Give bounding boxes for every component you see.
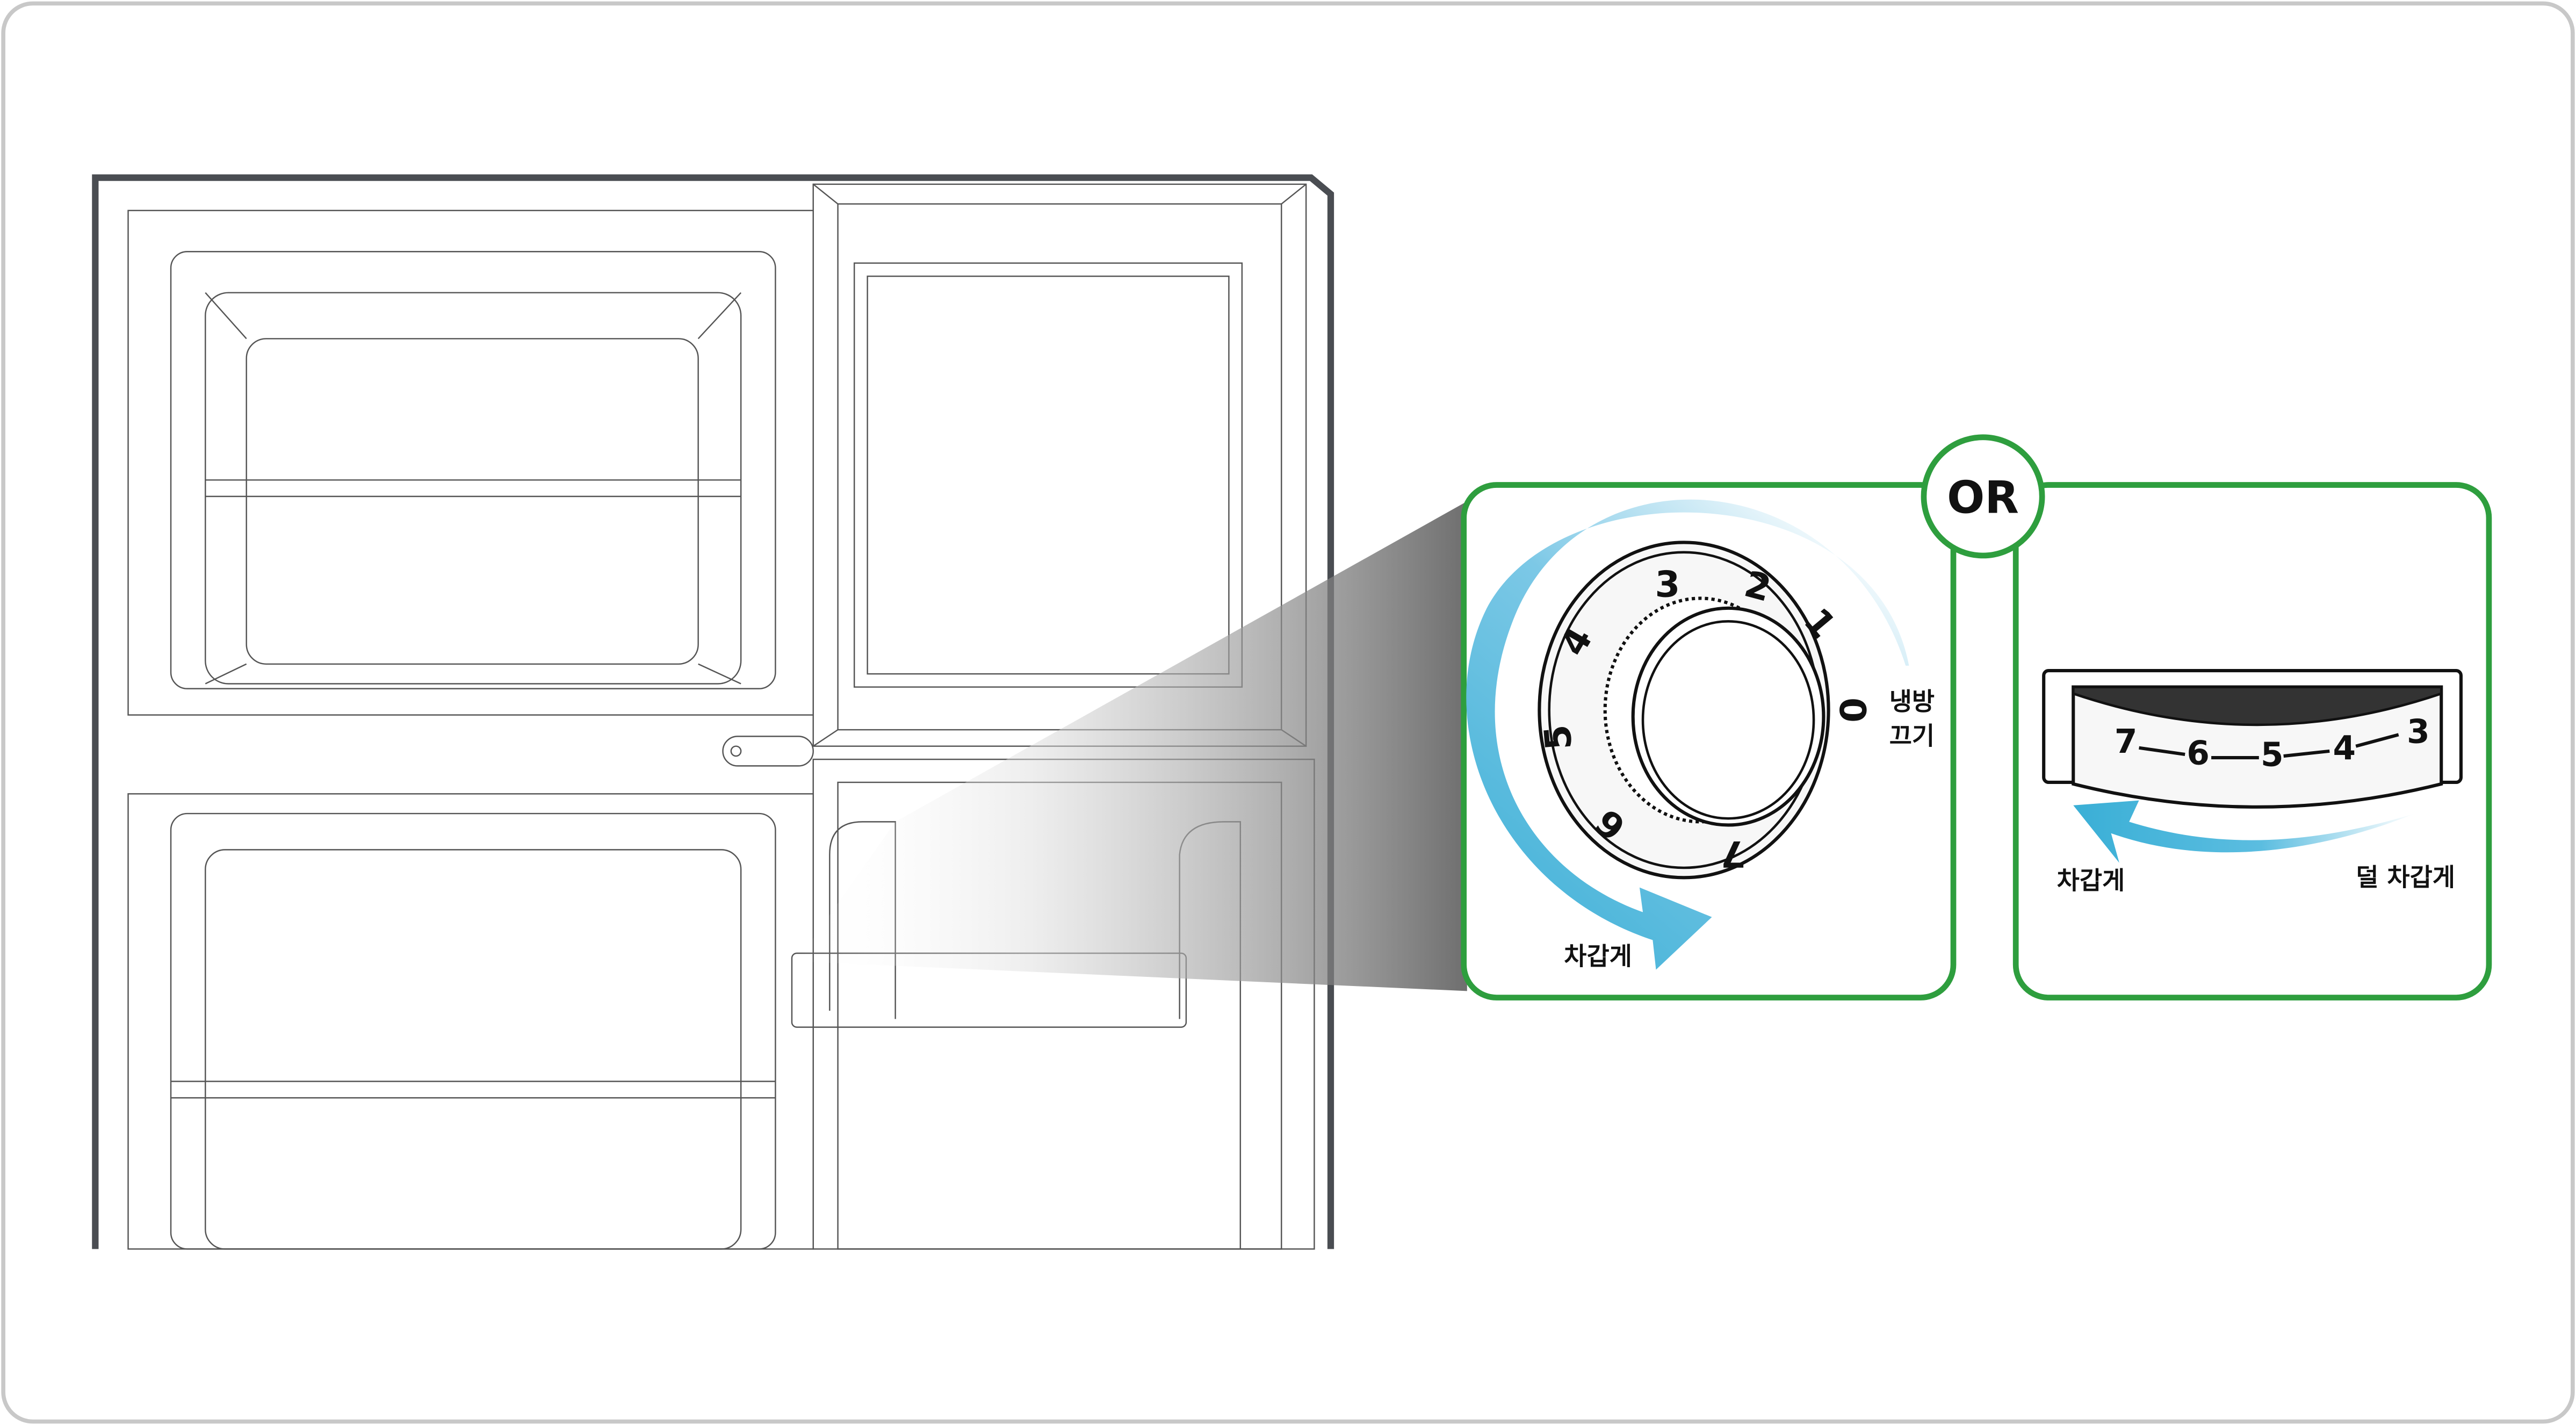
slider-number-4: 4 bbox=[2333, 729, 2356, 767]
colder-arrow-slider bbox=[2073, 800, 2415, 863]
slider-number-7: 7 bbox=[2115, 723, 2138, 761]
dial-number-0: 0 bbox=[1831, 697, 1873, 723]
slider-scale-line bbox=[2139, 733, 2399, 760]
temperature-dial[interactable] bbox=[1538, 541, 1830, 880]
dial-off-label-2: 끄기 bbox=[1889, 722, 1935, 751]
dial-number-7: 7 bbox=[1721, 833, 1746, 875]
slider-number-6: 6 bbox=[2187, 734, 2210, 772]
dial-number-5: 5 bbox=[1536, 723, 1581, 752]
dial-off-label-1: 냉방 bbox=[1889, 687, 1935, 716]
slider-colder-label: 차갑게 bbox=[2057, 866, 2125, 895]
slider-number-5: 5 bbox=[2261, 736, 2284, 774]
callout-beam bbox=[797, 501, 1467, 991]
dial-number-3: 3 bbox=[1655, 563, 1680, 605]
or-badge: OR bbox=[1921, 434, 2045, 559]
or-label: OR bbox=[1947, 472, 2019, 523]
slider-less-cold-label: 덜 차갑게 bbox=[2356, 863, 2455, 892]
dial-colder-label: 차갑게 bbox=[1564, 941, 1632, 970]
slider-number-3: 3 bbox=[2407, 713, 2430, 751]
refrigerator-illustration bbox=[92, 174, 1334, 1250]
temperature-slider[interactable] bbox=[2042, 668, 2463, 809]
